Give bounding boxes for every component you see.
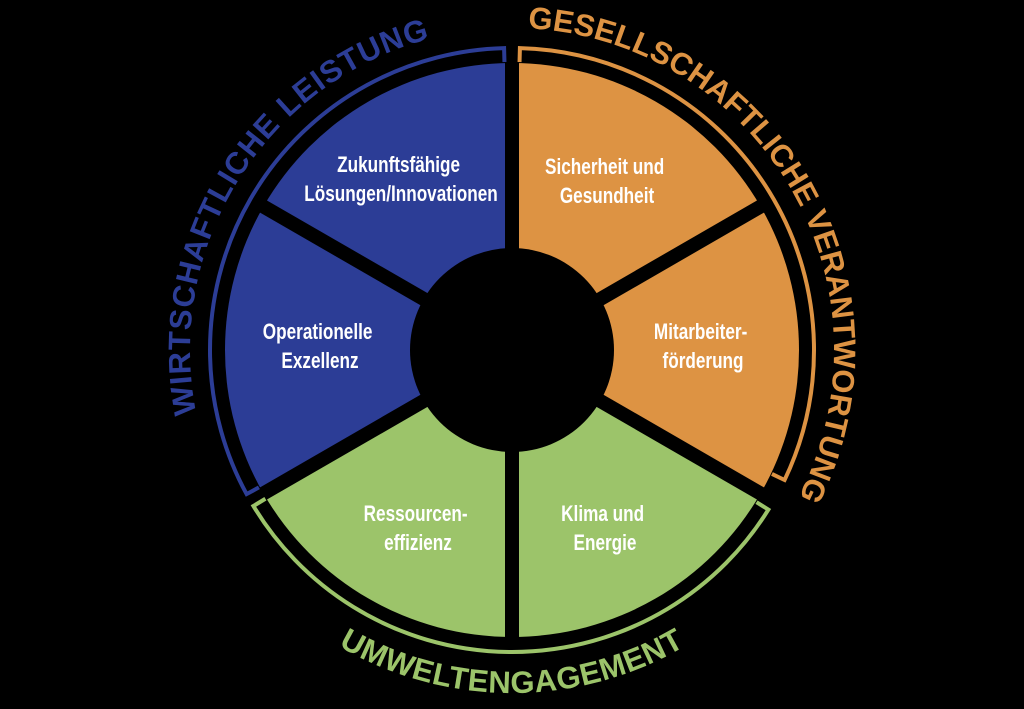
label-line: Gesundheit	[560, 184, 655, 209]
label-line: förderung	[663, 349, 744, 374]
label-zukunftsfaehige-loesungen-innovationen: Zukunftsfähige Lösungen/Innovationen	[304, 153, 497, 207]
label-ressourceneffizienz: Ressourcen- effizienz	[364, 502, 473, 556]
svg-text:Klima und Energie: Klima und Energie	[561, 502, 649, 556]
label-klima-und-energie: Klima und Energie	[561, 502, 649, 556]
segment-labels: Zukunftsfähige Lösungen/Innovationen Sic…	[263, 153, 752, 556]
label-line: Lösungen/Innovationen	[304, 182, 497, 207]
arc-umweltengagement	[250, 497, 772, 654]
category-arcs	[208, 46, 816, 654]
label-line: effizienz	[384, 531, 452, 556]
label-line: Sicherheit und	[545, 155, 664, 180]
label-line: Mitarbeiter-	[654, 320, 747, 345]
label-line: Operationelle	[263, 320, 373, 345]
label-operationelle-exzellenz: Operationelle Exzellenz	[263, 320, 377, 374]
arc-wirtschaftliche-leistung	[208, 46, 507, 497]
svg-text:Sicherheit und Gesun: Sicherheit und Gesundheit	[545, 155, 669, 209]
segment-operationelle-exzellenz	[224, 206, 513, 494]
svg-text:Ressourcen- effizien: Ressourcen- effizienz	[364, 502, 473, 556]
svg-text:Operationelle Exzell: Operationelle Exzellenz	[263, 320, 377, 374]
segment-mitarbeiterfoerderung	[512, 206, 800, 494]
label-line: Energie	[574, 531, 637, 556]
label-line: Klima und	[561, 502, 644, 527]
label-mitarbeiterfoerderung: Mitarbeiter- förderung	[654, 320, 752, 374]
label-line: Zukunftsfähige	[337, 153, 460, 178]
label-sicherheit-und-gesundheit: Sicherheit und Gesundheit	[545, 155, 669, 209]
svg-text:Zukunftsfähige Lösun: Zukunftsfähige Lösungen/Innovationen	[304, 153, 497, 207]
wheel-center-hole	[410, 248, 614, 452]
label-line: Ressourcen-	[364, 502, 468, 527]
svg-text:Mitarbeiter- förderu: Mitarbeiter- förderung	[654, 320, 752, 374]
arc-gesellschaftliche-verantwortung	[517, 46, 816, 483]
label-line: Exzellenz	[281, 349, 358, 374]
